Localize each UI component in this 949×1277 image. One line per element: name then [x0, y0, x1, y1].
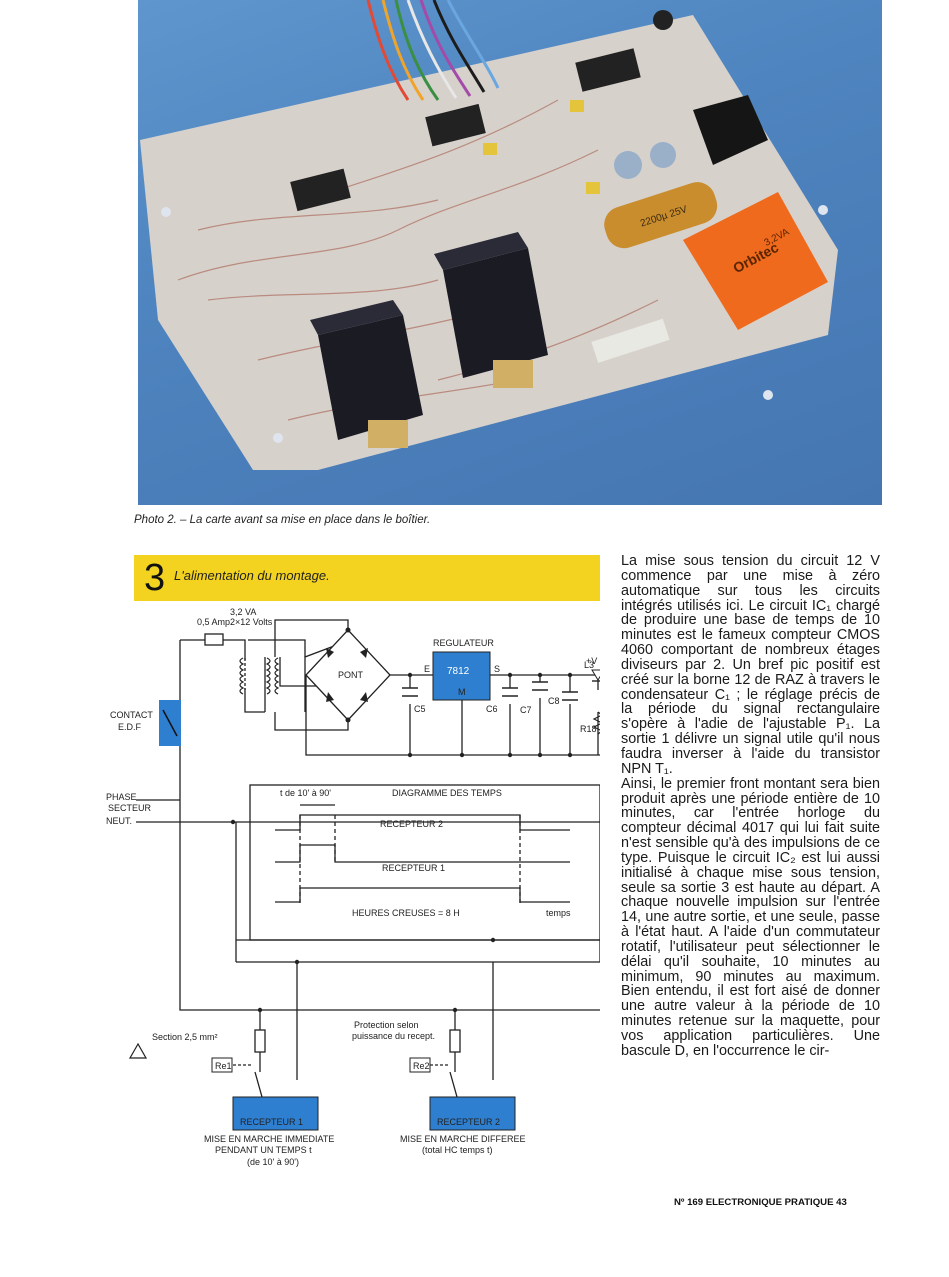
r18-label: R18	[580, 724, 597, 734]
re2-label: Re2	[413, 1061, 430, 1071]
yellow-capacitor	[570, 100, 584, 112]
section-label: Section 2,5 mm²	[152, 1032, 218, 1042]
rec2-timeline-label: RECEPTEUR 2	[380, 819, 443, 829]
heatsink	[693, 95, 768, 165]
warning-icon	[128, 1042, 148, 1059]
c5-label: C5	[414, 704, 426, 714]
mode1-line2: PENDANT UN TEMPS t	[215, 1145, 312, 1155]
vplus-label: +V	[586, 656, 597, 666]
mounting-hole	[273, 433, 283, 443]
yellow-capacitor	[483, 143, 497, 155]
phase-label: PHASE	[106, 792, 137, 802]
ic-chip	[290, 168, 351, 212]
reg-e-label: E	[424, 664, 430, 674]
regulator-title: REGULATEUR	[433, 638, 494, 648]
receptor2-box	[429, 1096, 516, 1131]
photo-caption: Photo 2. – La carte avant sa mise en pla…	[134, 514, 431, 526]
page-footer: Nº 169 ELECTRONIQUE PRATIQUE 43	[674, 1197, 847, 1208]
c6-label: C6	[486, 704, 498, 714]
re1-box	[211, 1057, 233, 1073]
rec1-box-label: RECEPTEUR 1	[240, 1117, 303, 1127]
re1-label: Re1	[215, 1061, 232, 1071]
paragraph: La mise sous tension du circuit 12 V com…	[621, 553, 880, 777]
reg-m-label: M	[458, 687, 466, 697]
neut-label: NEUT.	[106, 816, 132, 826]
figure-title: L'alimentation du montage.	[174, 568, 330, 583]
small-capacitor	[614, 151, 642, 179]
secteur-label: SECTEUR	[108, 803, 152, 813]
contact-edf-label: E.D.F	[118, 722, 142, 732]
diagram-title: DIAGRAMME DES TEMPS	[392, 788, 502, 798]
regulator-box	[432, 651, 491, 701]
hc-timeline-label: HEURES CREUSES = 8 H	[352, 908, 460, 918]
regulator-part: 7812	[447, 666, 470, 677]
small-capacitor	[650, 142, 676, 168]
protection-line1: Protection selon	[354, 1020, 419, 1030]
mode1-line3: (de 10' à 90')	[247, 1157, 299, 1167]
mode2-line1: MISE EN MARCHE DIFFEREE	[400, 1134, 526, 1144]
mode1-line1: MISE EN MARCHE IMMEDIATE	[204, 1134, 334, 1144]
article-body: La mise sous tension du circuit 12 V com…	[621, 554, 880, 1059]
yellow-capacitor	[586, 182, 600, 194]
trimmer	[653, 10, 673, 30]
receptor1-box	[232, 1096, 319, 1131]
large-capacitor: 2200µ 25V	[604, 182, 718, 249]
mounting-hole	[818, 205, 828, 215]
bridge-label: PONT	[338, 670, 364, 680]
c7-label: C7	[520, 705, 532, 715]
terminal-block	[591, 318, 670, 363]
re2-box	[409, 1057, 431, 1073]
reg-s-label: S	[494, 664, 500, 674]
board-photo: 2200µ 25V Orbitec 3,2VA	[138, 0, 882, 505]
temps-label: temps	[546, 908, 571, 918]
fuse-label: 0,5 Amp.	[197, 617, 233, 627]
ic-chip	[425, 103, 486, 147]
transformer: Orbitec 3,2VA	[683, 192, 828, 330]
protection-line2: puissance du recept.	[352, 1031, 435, 1041]
relay-2	[434, 232, 548, 388]
l3-label: L3	[584, 660, 594, 670]
rec2-box-label: RECEPTEUR 2	[437, 1117, 500, 1127]
paragraph: Ainsi, le premier front montant sera bie…	[621, 775, 880, 1059]
figure-number: 3	[144, 557, 166, 599]
t-range-label: t de 10' à 90'	[280, 788, 331, 798]
mounting-hole	[161, 207, 171, 217]
rec1-timeline-label: RECEPTEUR 1	[382, 863, 445, 873]
mode2-line2: (total HC temps t)	[422, 1145, 493, 1155]
c8-label: C8	[548, 696, 560, 706]
mounting-hole	[763, 390, 773, 400]
figure-header: 3 L'alimentation du montage.	[134, 555, 600, 601]
contact-label: CONTACT	[110, 710, 153, 720]
relay-1	[310, 300, 423, 448]
pcb-illustration: 2200µ 25V Orbitec 3,2VA	[140, 0, 838, 470]
ic-chip	[575, 48, 641, 92]
